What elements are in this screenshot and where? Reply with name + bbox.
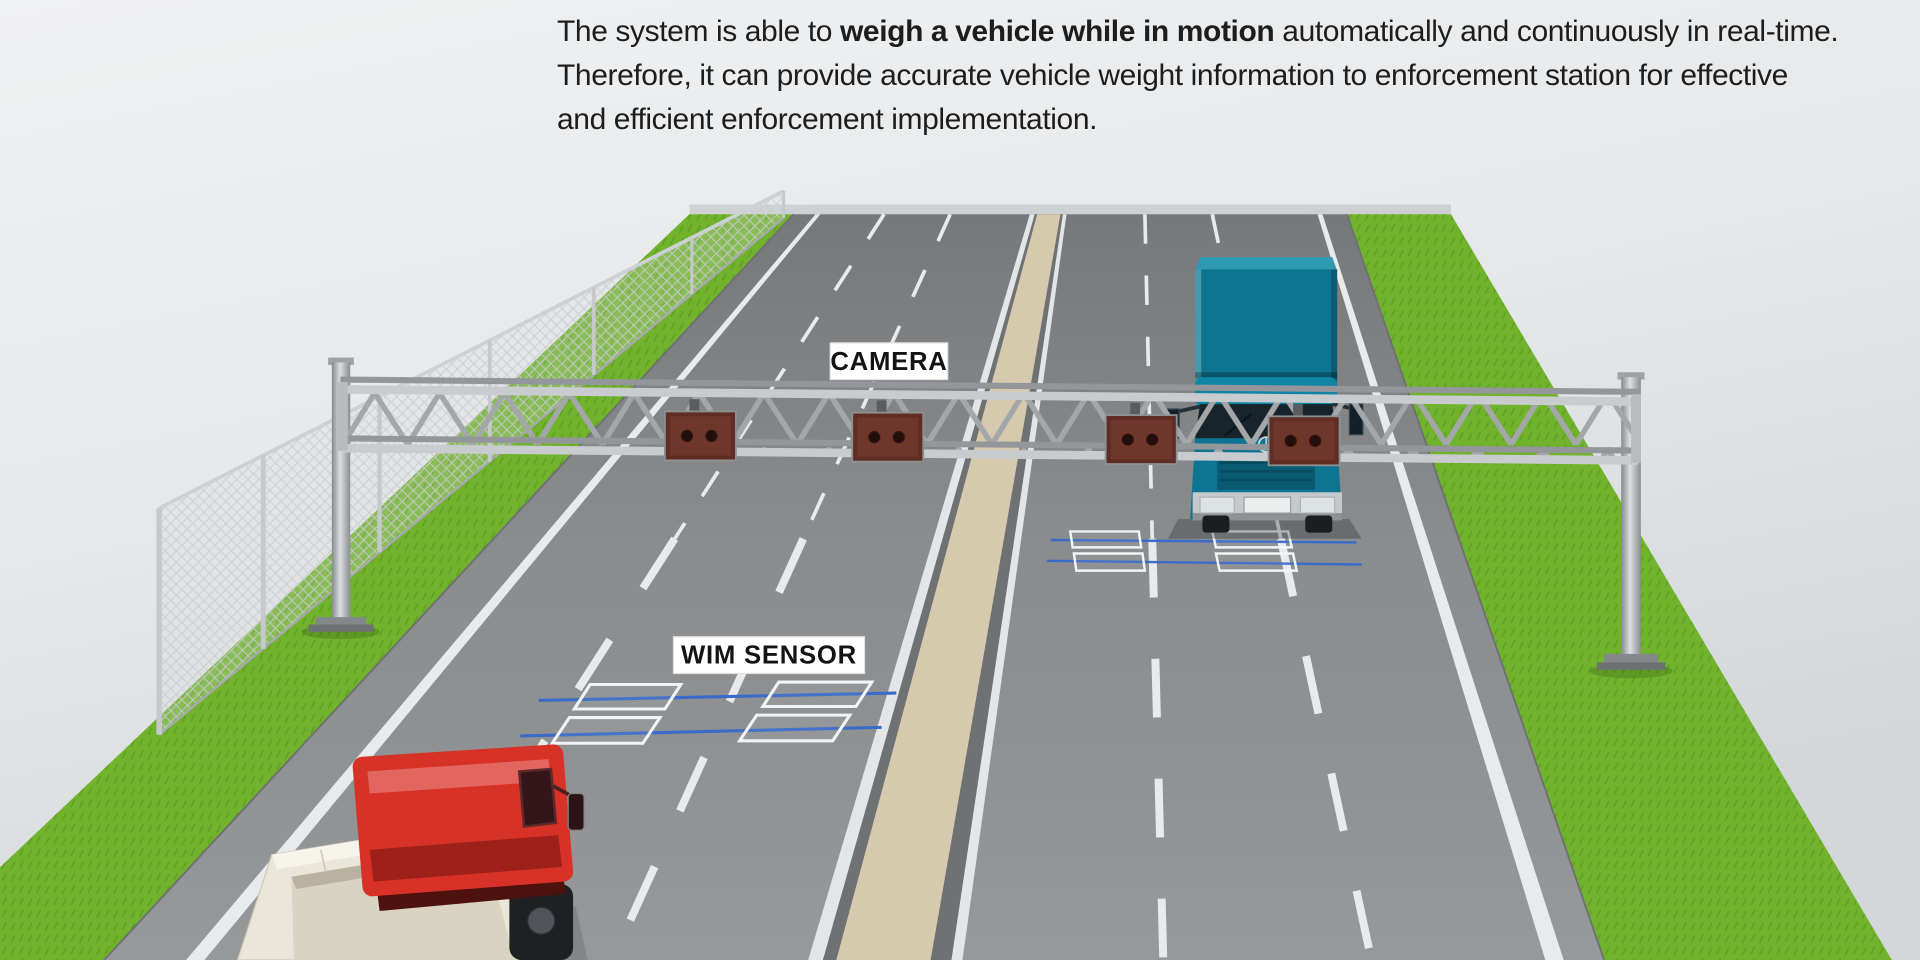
camera-lens (1284, 434, 1297, 447)
wim-sensor-label: WIM SENSOR (672, 636, 866, 675)
post-foot-right (1596, 662, 1666, 670)
truck-mirror (567, 792, 585, 831)
camera-lens (1308, 434, 1322, 447)
truss-chord-bottom-back (340, 435, 1639, 454)
wim-sensor-array-right (1046, 530, 1362, 572)
truss-chord-bottom-front (340, 443, 1639, 465)
wim-sensor-array-left (520, 680, 897, 745)
blue-truck-shadow (1168, 519, 1362, 539)
truss-chord-top-back (340, 376, 1639, 395)
horizon-strip (689, 204, 1452, 215)
wim-sensor-plate (549, 716, 663, 745)
description-line-2: Therefore, it can provide accurate vehic… (557, 59, 1788, 92)
wim-sensor-plate (1072, 552, 1147, 572)
camera-lens (892, 431, 905, 444)
bumper-lip (1192, 513, 1343, 521)
camera-lens (868, 431, 881, 444)
camera-label-text: CAMERA (830, 348, 947, 376)
camera-unit-1 (663, 399, 737, 462)
post-cap-right (1617, 372, 1645, 380)
sensor-cable-line (538, 691, 897, 702)
post-foot-left (308, 624, 374, 632)
chain-link-fence (156, 189, 786, 736)
sensor-cable-line (1050, 538, 1357, 544)
truck-cab-red (352, 744, 585, 897)
curb-line-right (1346, 213, 1605, 960)
sensor-cable-line (520, 725, 882, 738)
camera-lens (705, 429, 718, 443)
truck-container (1195, 257, 1338, 390)
post-base-left (315, 617, 367, 627)
wim-sensor-plate (1214, 552, 1299, 572)
wheel-left (1202, 515, 1230, 533)
cab-roof-highlight (367, 759, 552, 794)
wim-sensor-plate (760, 680, 875, 709)
wheel-hub (527, 906, 556, 935)
wheel-right (1305, 515, 1333, 533)
camera-unit-4 (1267, 404, 1341, 467)
description-line-3: and efficient enforcement implementation… (557, 103, 1098, 136)
fence-top-rail (158, 189, 785, 510)
cab-lower-shade (369, 835, 563, 882)
headlight-right (1299, 496, 1336, 514)
wim-sensor-plate (736, 713, 853, 743)
gantry-truss (337, 376, 1641, 465)
description-line1-bold: weigh a vehicle while in motion (839, 15, 1275, 48)
curb-line-left (103, 213, 795, 960)
gantry (301, 357, 1673, 679)
wim-sensor-plate (1068, 530, 1143, 549)
description-line1-pre: The system is able to (557, 15, 840, 48)
camera-units (663, 399, 1341, 467)
headlight-left (1199, 496, 1235, 514)
description-line1-post: automatically and continuously in real-t… (1274, 15, 1839, 48)
description-text: The system is able to weigh a vehicle wh… (557, 10, 1912, 142)
red-truck (236, 744, 588, 960)
wim-sensor-plate (571, 682, 684, 711)
wim-sensor-plate (1210, 530, 1294, 549)
post-base-right (1604, 653, 1658, 665)
camera-lens (680, 429, 694, 443)
truss-chord-top-front (340, 385, 1639, 406)
camera-lens (1146, 433, 1159, 446)
camera-unit-3 (1104, 402, 1178, 466)
camera-unit-2 (851, 400, 925, 463)
camera-label: CAMERA (829, 342, 949, 381)
description-line-1: The system is able to weigh a vehicle wh… (557, 10, 1912, 54)
sensor-cable-line (1046, 559, 1362, 566)
post-cap-left (328, 357, 354, 365)
cab-side-window (517, 767, 558, 828)
wim-sensor-label-text: WIM SENSOR (681, 642, 857, 670)
license-plate (1243, 496, 1292, 514)
camera-lens (1121, 433, 1134, 446)
